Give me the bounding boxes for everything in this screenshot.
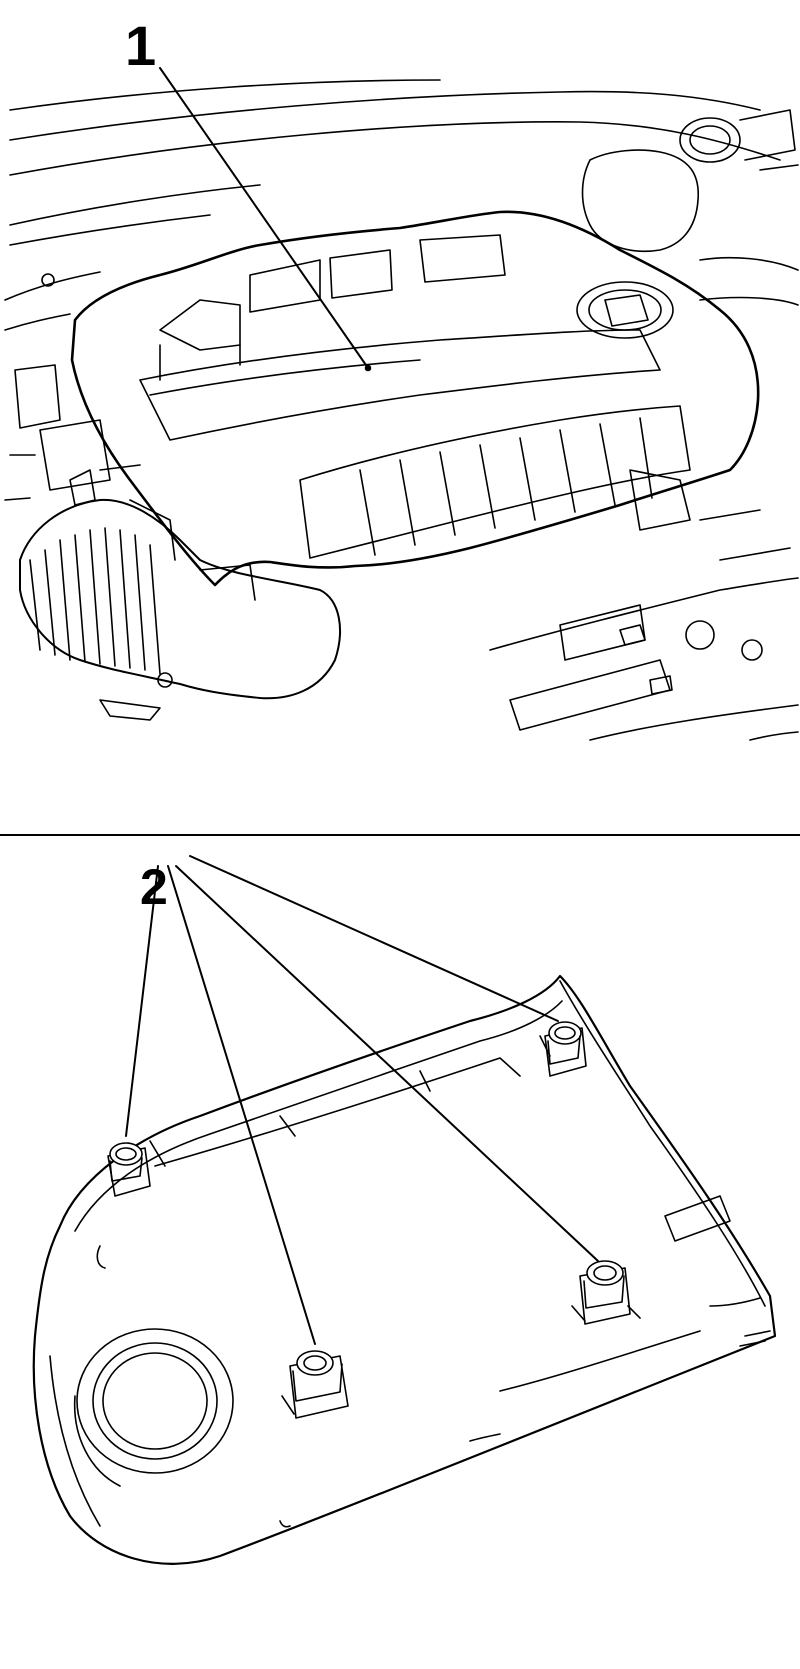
engine-bay-illustration: [0, 0, 800, 834]
cover-outline: [32, 974, 777, 1565]
coolant-reservoir: [581, 109, 799, 306]
air-intake-hose: [19, 498, 341, 721]
engine-cover: [70, 210, 760, 587]
callout-1-label: 1: [125, 14, 157, 77]
callout-2-leaders: [125, 855, 599, 1345]
left-engine-components: [4, 273, 256, 601]
callout-1-leader: [159, 67, 369, 369]
fastener-grommet-bottom: [281, 1350, 349, 1419]
hood-lines: [4, 79, 781, 331]
engine-cover-underside-illustration: [0, 836, 800, 1669]
oil-filler-opening: [73, 1328, 234, 1487]
fastener-grommet-left: [107, 1142, 151, 1197]
fastener-grommet-top-right: [544, 1021, 587, 1077]
callout-2-label: 2: [140, 859, 168, 915]
panel-divider: [0, 834, 800, 836]
right-lower-components: [489, 469, 799, 741]
oil-filler-cap: [576, 281, 674, 339]
fastener-grommet-middle-right: [571, 1260, 641, 1325]
